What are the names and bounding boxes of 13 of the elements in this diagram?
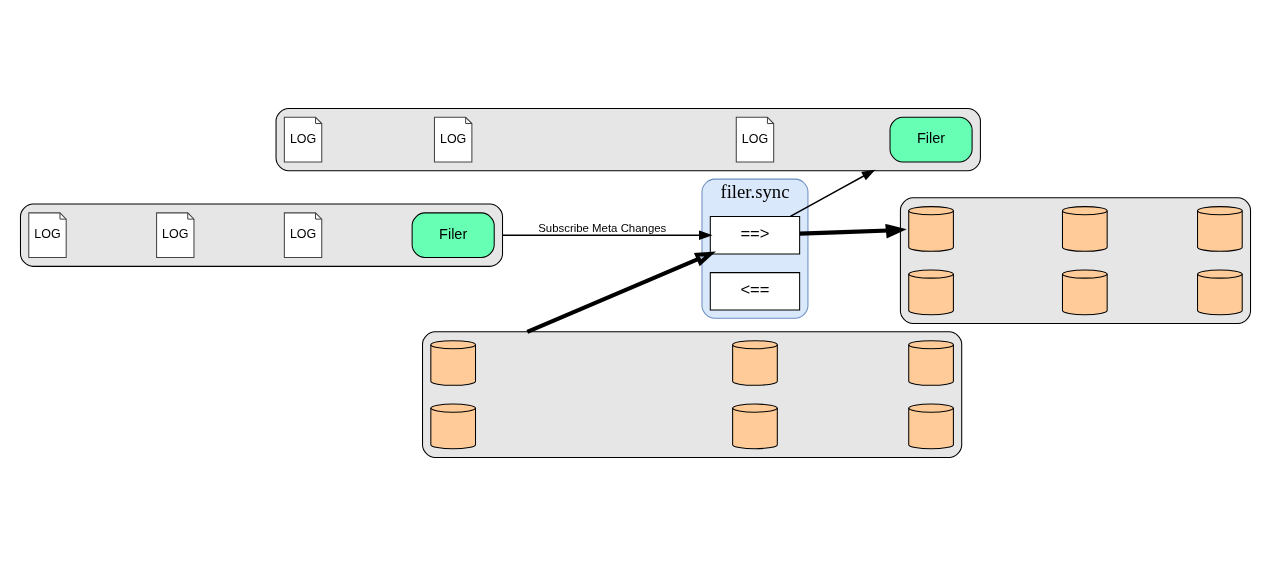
cluster <box>275 107 981 172</box>
node-box: Filer <box>411 212 495 259</box>
node-box: Filer <box>889 116 973 163</box>
arrow <box>526 251 716 334</box>
node-box: ==> <box>709 216 801 255</box>
cluster <box>422 331 963 459</box>
node-box: <== <box>709 272 801 311</box>
arrow <box>799 223 907 239</box>
cluster <box>899 197 1252 325</box>
arrow <box>501 230 713 240</box>
arrow <box>789 169 876 218</box>
edge-label: Subscribe Meta Changes <box>538 221 667 234</box>
cluster <box>19 203 504 267</box>
